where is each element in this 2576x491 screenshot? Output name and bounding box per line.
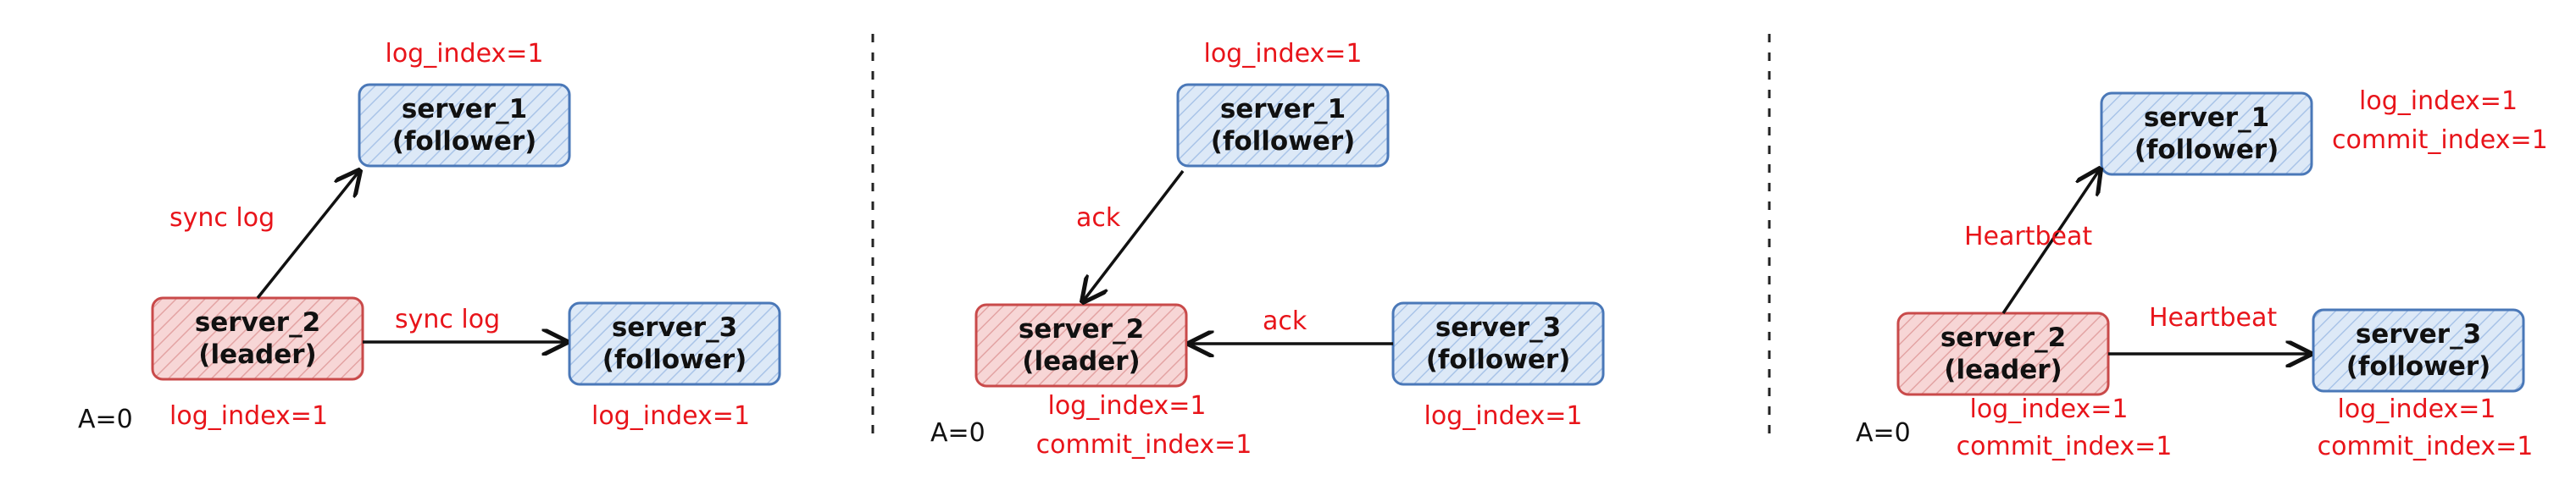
panel3-server-1-box [2100, 91, 2313, 176]
panel2-server-1-box [1176, 83, 1390, 168]
panel3-server-2-node: server_2 (leader) [1898, 313, 2108, 394]
panel1-server-1-box [358, 83, 571, 168]
panel3-server-1-log-index: log_index=1 [2359, 86, 2518, 116]
panel1-server-1-role: (follower) [391, 126, 537, 157]
panel3-server-3-commit-index: commit_index=1 [2317, 432, 2534, 461]
panel1-sync-log-label-1: sync log [169, 203, 275, 233]
panel2-ack-label-2: ack [1263, 306, 1307, 336]
panel1-server-3-name: server_3 [611, 312, 738, 343]
panel3-server-2-name: server_2 [1940, 323, 2067, 353]
panel3-variable-a: A=0 [1856, 418, 1911, 448]
panel3-server-2-commit-index: commit_index=1 [1956, 432, 2173, 461]
panel1-variable-a: A=0 [78, 405, 133, 434]
panel3-server-1-name: server_1 [2143, 102, 2270, 133]
panel3-server-2-role: (leader) [1944, 355, 2062, 385]
panel2-server-2-log-index: log_index=1 [1047, 391, 1207, 421]
panel3-server-2-log-index: log_index=1 [1969, 394, 2129, 424]
panel3-server-1-node: server_1 (follower) [2101, 93, 2312, 174]
panel3-heartbeat-label-1: Heartbeat [1964, 222, 2093, 251]
panel1-server-3-log-index: log_index=1 [591, 401, 751, 431]
panel3-server-3-log-index: log_index=1 [2337, 394, 2496, 424]
panel2-server-3-role: (follower) [1425, 345, 1571, 375]
panel1-server-1-log-index: log_index=1 [385, 39, 544, 69]
panel2-server-1-node: server_1 (follower) [1178, 85, 1388, 166]
panel1-server-1-name: server_1 [401, 94, 528, 124]
panel2-ack-arrow-from-server-1 [1083, 169, 1185, 301]
panel3-server-1-role: (follower) [2134, 135, 2279, 165]
panel2-server-2-role: (leader) [1022, 346, 1141, 377]
panel2-variable-a: A=0 [930, 418, 985, 448]
panel2-server-2-name: server_2 [1018, 314, 1145, 345]
panel2-ack-label-1: ack [1076, 203, 1121, 233]
panel2-server-2-commit-index: commit_index=1 [1035, 430, 1252, 460]
panel2-server-1-role: (follower) [1210, 126, 1356, 157]
panel3-server-3-box [2312, 308, 2525, 393]
panel3-server-3-node: server_3 (follower) [2313, 310, 2523, 391]
panel1-server-3-node: server_3 (follower) [569, 303, 780, 384]
panel2-server-1-log-index: log_index=1 [1203, 39, 1363, 69]
panel2-server-3-node: server_3 (follower) [1393, 303, 1603, 384]
panel1-server-3-box [568, 301, 781, 386]
panel3-server-3-name: server_3 [2355, 319, 2482, 350]
panel3-heartbeat-label-2: Heartbeat [2149, 303, 2278, 333]
panel1-server-2-name: server_2 [194, 307, 321, 338]
panel2-server-3-log-index: log_index=1 [1424, 401, 1583, 431]
panel2-server-2-node: server_2 (leader) [976, 305, 1186, 386]
panel3-server-1-commit-index: commit_index=1 [2332, 125, 2548, 155]
panel1-sync-log-label-2: sync log [395, 305, 501, 334]
panel3-heartbeat-arrow-to-server-1 [2001, 169, 2100, 314]
panel1-server-2-node: server_2 (leader) [153, 298, 363, 379]
panel1-server-2-log-index: log_index=1 [169, 401, 329, 431]
panel1-server-1-node: server_1 (follower) [359, 85, 569, 166]
panel2-server-3-name: server_3 [1435, 312, 1562, 343]
panel1-arrow-to-server-1 [256, 171, 359, 300]
panel3-server-3-role: (follower) [2346, 351, 2491, 382]
panel1-server-2-role: (leader) [198, 339, 317, 370]
panel1-server-3-role: (follower) [602, 345, 747, 375]
panel2-server-1-name: server_1 [1219, 94, 1346, 124]
